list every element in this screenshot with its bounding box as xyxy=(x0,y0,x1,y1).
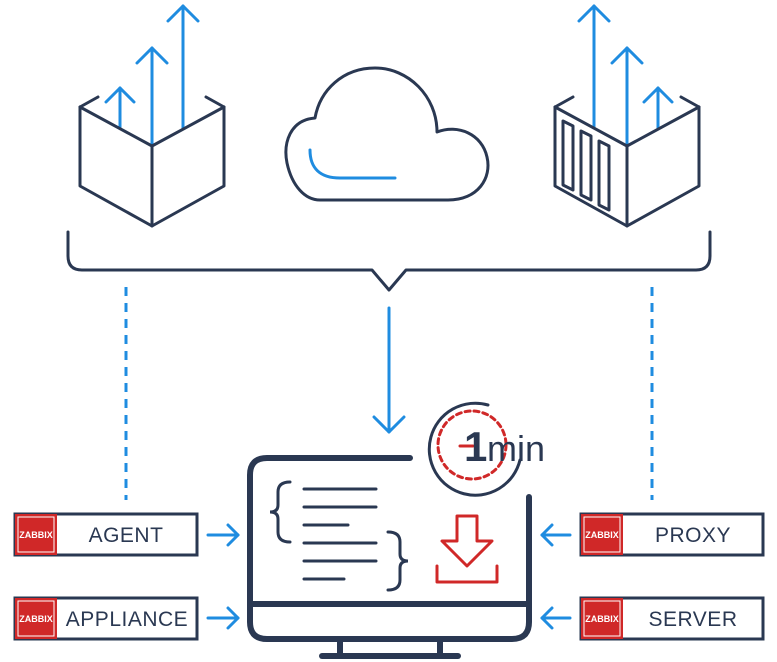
agent-label: ZABBIX AGENT xyxy=(13,512,199,557)
code-icon xyxy=(269,480,409,592)
grouping-bracket xyxy=(66,230,712,292)
appliance-to-monitor-arrow xyxy=(206,606,240,630)
zabbix-logo: ZABBIX xyxy=(585,614,619,624)
package-box-icon xyxy=(78,4,226,228)
cloud-icon xyxy=(284,66,490,202)
shipping-container-icon xyxy=(553,4,701,228)
zabbix-logo: ZABBIX xyxy=(19,614,53,624)
proxy-label: ZABBIX PROXY xyxy=(579,512,765,557)
center-down-arrow xyxy=(372,306,406,434)
server-to-monitor-arrow xyxy=(540,606,572,630)
server-label: ZABBIX SERVER xyxy=(579,596,765,641)
agent-label-text: AGENT xyxy=(89,524,164,547)
timer-number: 1 xyxy=(464,423,487,470)
server-label-text: SERVER xyxy=(649,608,738,631)
zabbix-logo: ZABBIX xyxy=(19,530,53,540)
download-icon xyxy=(435,514,499,584)
zabbix-logo: ZABBIX xyxy=(585,530,619,540)
appliance-label-text: APPLIANCE xyxy=(66,608,188,631)
appliance-label: ZABBIX APPLIANCE xyxy=(13,596,199,641)
stopwatch-icon xyxy=(425,400,522,497)
timer-unit: min xyxy=(487,428,545,469)
proxy-label-text: PROXY xyxy=(655,524,731,547)
proxy-to-monitor-arrow xyxy=(540,523,572,547)
computer-monitor-icon xyxy=(247,455,532,659)
agent-to-monitor-arrow xyxy=(206,523,240,547)
